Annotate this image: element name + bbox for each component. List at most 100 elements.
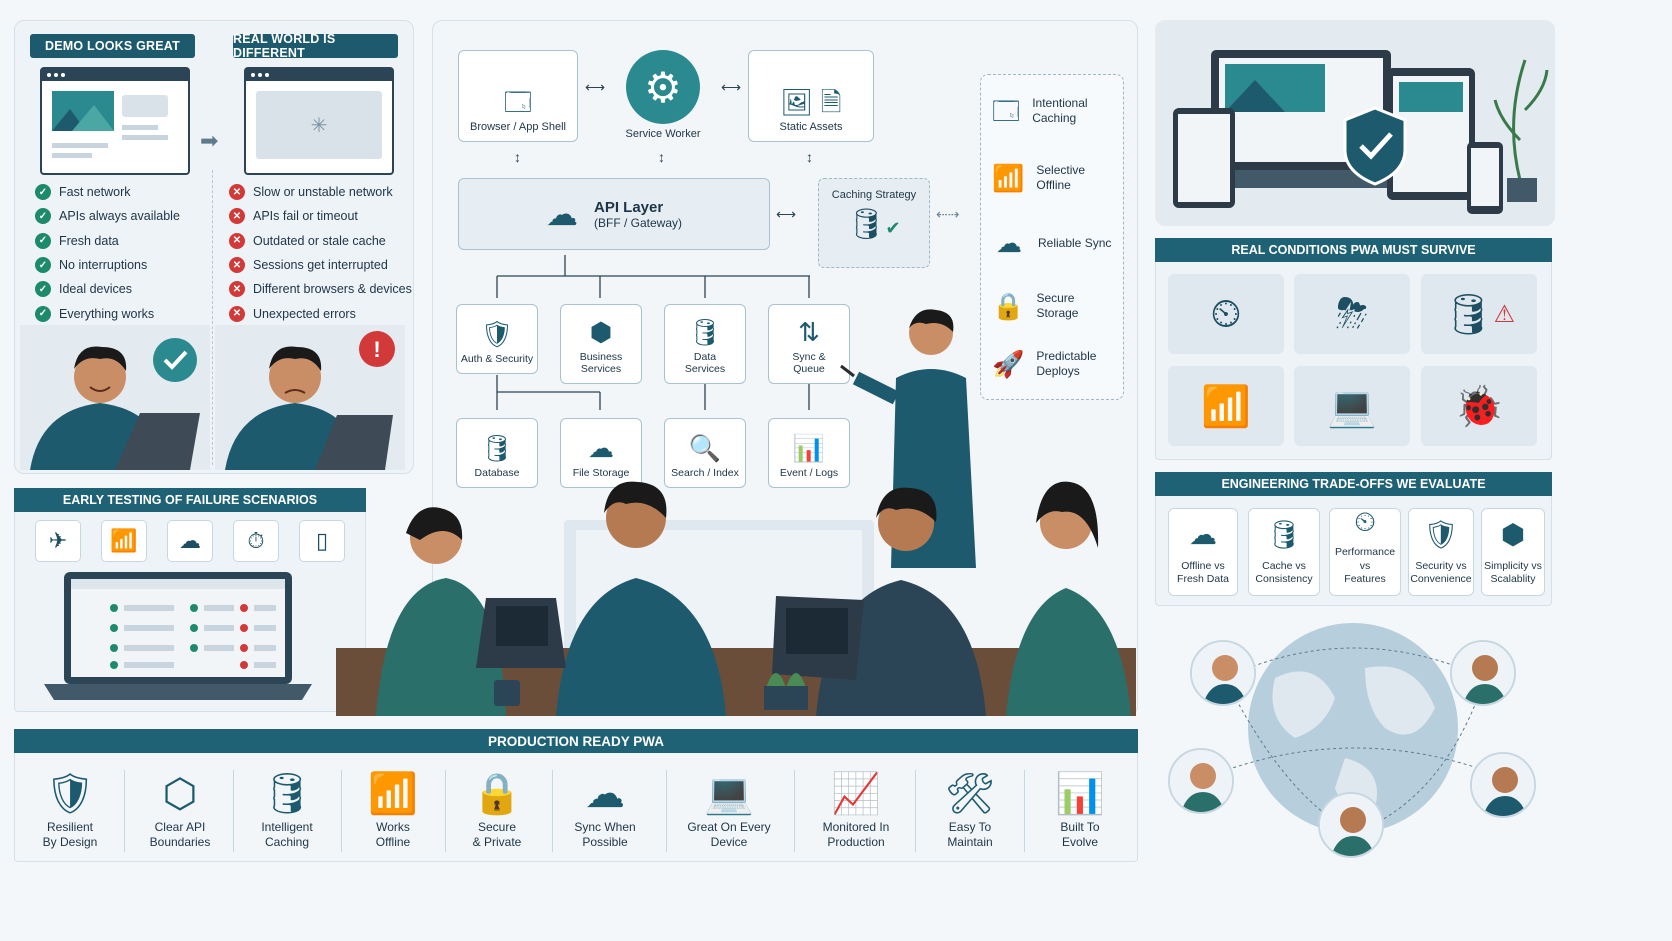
tradeoffs-header: ENGINEERING TRADE-OFFS WE EVALUATE [1155,472,1552,496]
stopwatch-icon: ⏱ [233,520,279,562]
rocket-icon: 🚀 [992,349,1025,379]
cloud-server-icon: ☁ [545,196,578,232]
list-item: ✕Different browsers & devices [229,277,412,301]
divider [915,770,916,852]
dashed-arrow-icon: ⇠⇢ [936,206,960,222]
image-file-icon: 🖼 🗎 [780,87,842,117]
real-list: ✕Slow or unstable network ✕APIs fail or … [229,180,412,326]
bug-icon: 🐞 [1421,366,1537,446]
strategy-reliable-sync: ☁Reliable Sync [992,227,1116,260]
devices-illustration [1155,20,1555,226]
check-icon: ✓ [35,232,51,249]
avatar [1470,752,1536,818]
demo-list: ✓Fast network ✓APIs always available ✓Fr… [35,180,180,326]
demo-header: DEMO LOOKS GREAT [30,34,195,58]
list-item: ✓Everything works [35,301,180,325]
arrow-vertical-icon: ↕ [806,149,813,165]
growth-chart-icon: 📊 [1055,772,1105,816]
arrow-bi-icon: ⟷ [721,79,742,95]
data-services-node: 🛢Data Services [664,304,746,384]
divider [666,770,667,852]
arrow-bi-icon: ⟷ [776,206,797,222]
avatar [1168,748,1234,814]
file-storage-node: ☁File Storage [560,418,642,488]
database-icon: 🛢 [480,433,514,463]
monitor-chart-icon: 📈 [831,772,881,816]
check-icon: ✓ [35,208,51,225]
cloud-storm-icon: ⛈ [1294,274,1410,354]
divider [233,770,234,852]
shield-check-icon: 🛡 [44,772,96,816]
list-item: ✓Ideal devices [35,277,180,301]
loading-spinner-icon: ✳ [310,114,328,137]
tools-icon: 🛠 [944,772,996,816]
database-icon: 🛢 [688,317,722,347]
devices-icon: 💻 [1294,366,1410,446]
x-icon: ✕ [229,305,245,322]
divider [445,770,446,852]
check-icon: ✓ [35,305,51,322]
check-icon: ✓ [35,184,51,201]
check-icon: ✓ [35,281,51,298]
search-icon: 🔍 [688,433,722,463]
x-icon: ✕ [229,184,245,201]
sync-arrows-icon: ⇅ [798,317,820,347]
avatar [1318,792,1384,858]
shield-icon: 🛡 [1423,519,1459,551]
list-item: ✕APIs fail or timeout [229,204,412,228]
cubes-icon: ⬢ [1500,519,1526,551]
production-header: PRODUCTION READY PWA [14,729,1138,753]
service-worker-node: ⚙ Service Worker [610,50,716,146]
avatar [1190,640,1256,706]
arrow-bi-icon: ⟷ [585,79,606,95]
testing-laptop [44,572,312,700]
strategy-intentional-caching: 🗔Intentional Caching [992,96,1088,126]
list-item: ✕Slow or unstable network [229,180,412,204]
strategies-panel [980,74,1124,400]
real-header: REAL WORLD IS DIFFERENT [233,32,398,60]
database-check-icon: 🛢 [261,772,313,816]
x-icon: ✕ [229,232,245,249]
strategy-selective-offline: 📶Selective Offline [992,163,1086,193]
lock-icon: 🔒 [472,772,522,816]
wifi-off-icon: 📶 [368,772,418,816]
mobile-icon: ▯ [299,520,345,562]
happy-developer-illustration [20,325,210,470]
cloud-upload-icon: ☁ [588,433,614,463]
business-services-node: ⬢Business Services [560,304,642,384]
arrow-vertical-icon: ↕ [658,149,665,165]
auth-security-node: 🛡Auth & Security [456,304,538,374]
list-item: ✓No interruptions [35,253,180,277]
api-layer-node: ☁ API Layer (BFF / Gateway) [458,178,770,250]
cloud-sync-icon: ☁ [585,772,625,816]
arrow-vertical-icon: ↕ [514,149,521,165]
svg-text:!: ! [373,337,380,362]
list-item: ✕Unexpected errors [229,301,412,325]
speedometer-icon: ⏲ [1354,505,1376,537]
database-icon: 🛢 [1266,519,1302,551]
cloud-upload-icon: ☁ [167,520,213,562]
x-icon: ✕ [229,257,245,274]
real-conditions-header: REAL CONDITIONS PWA MUST SURVIVE [1155,238,1552,262]
divider [552,770,553,852]
real-app-mockup: ✳ [244,67,394,175]
airplane-icon: ✈ [35,520,81,562]
divider [1024,770,1025,852]
sync-queue-node: ⇅Sync & Queue [768,304,850,384]
browser-app-shell-node: 🗔 Browser / App Shell [458,50,578,142]
speedometer-icon: ⏲ [1168,274,1284,354]
api-hub-icon: ⬡ [162,772,198,816]
cubes-icon: ⬢ [589,317,613,347]
strategy-predictable-deploys: 🚀Predictable Deploys [992,349,1097,379]
